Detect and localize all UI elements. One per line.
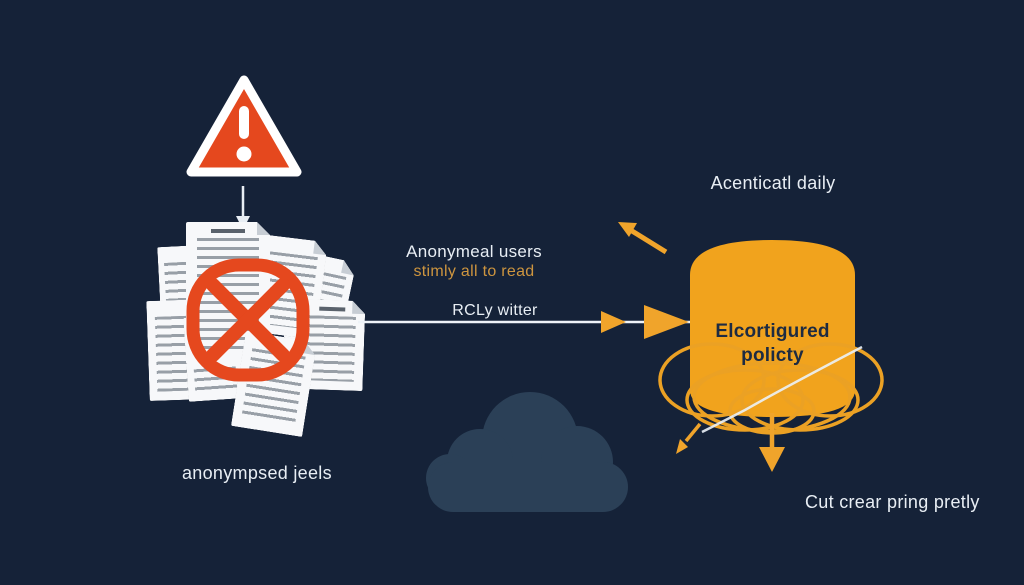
- users-label-line1: Anonymeal users: [406, 242, 542, 261]
- up-left-arrow-icon: [618, 222, 668, 255]
- flow-arrow: [358, 305, 695, 339]
- warning-triangle-icon: [186, 75, 302, 177]
- database-cylinder-icon: [658, 240, 884, 472]
- cloud-icon: [426, 392, 628, 512]
- flow-arrow-label: RCLy witter: [452, 302, 538, 319]
- blocked-x-icon: [186, 258, 310, 382]
- documents-caption: anonympsed jeels: [182, 463, 332, 483]
- database-label: Elcortigured policty: [715, 321, 830, 366]
- users-label-line2: stimly all to read: [413, 263, 535, 280]
- down-left-arrow-icon: [676, 422, 702, 454]
- db-down-arrow-icon: [759, 413, 785, 472]
- bottom-right-caption: Cut crear pring pretly: [805, 492, 980, 512]
- database-title: Acenticatl daily: [710, 173, 836, 193]
- white-swirl-line: [701, 345, 863, 434]
